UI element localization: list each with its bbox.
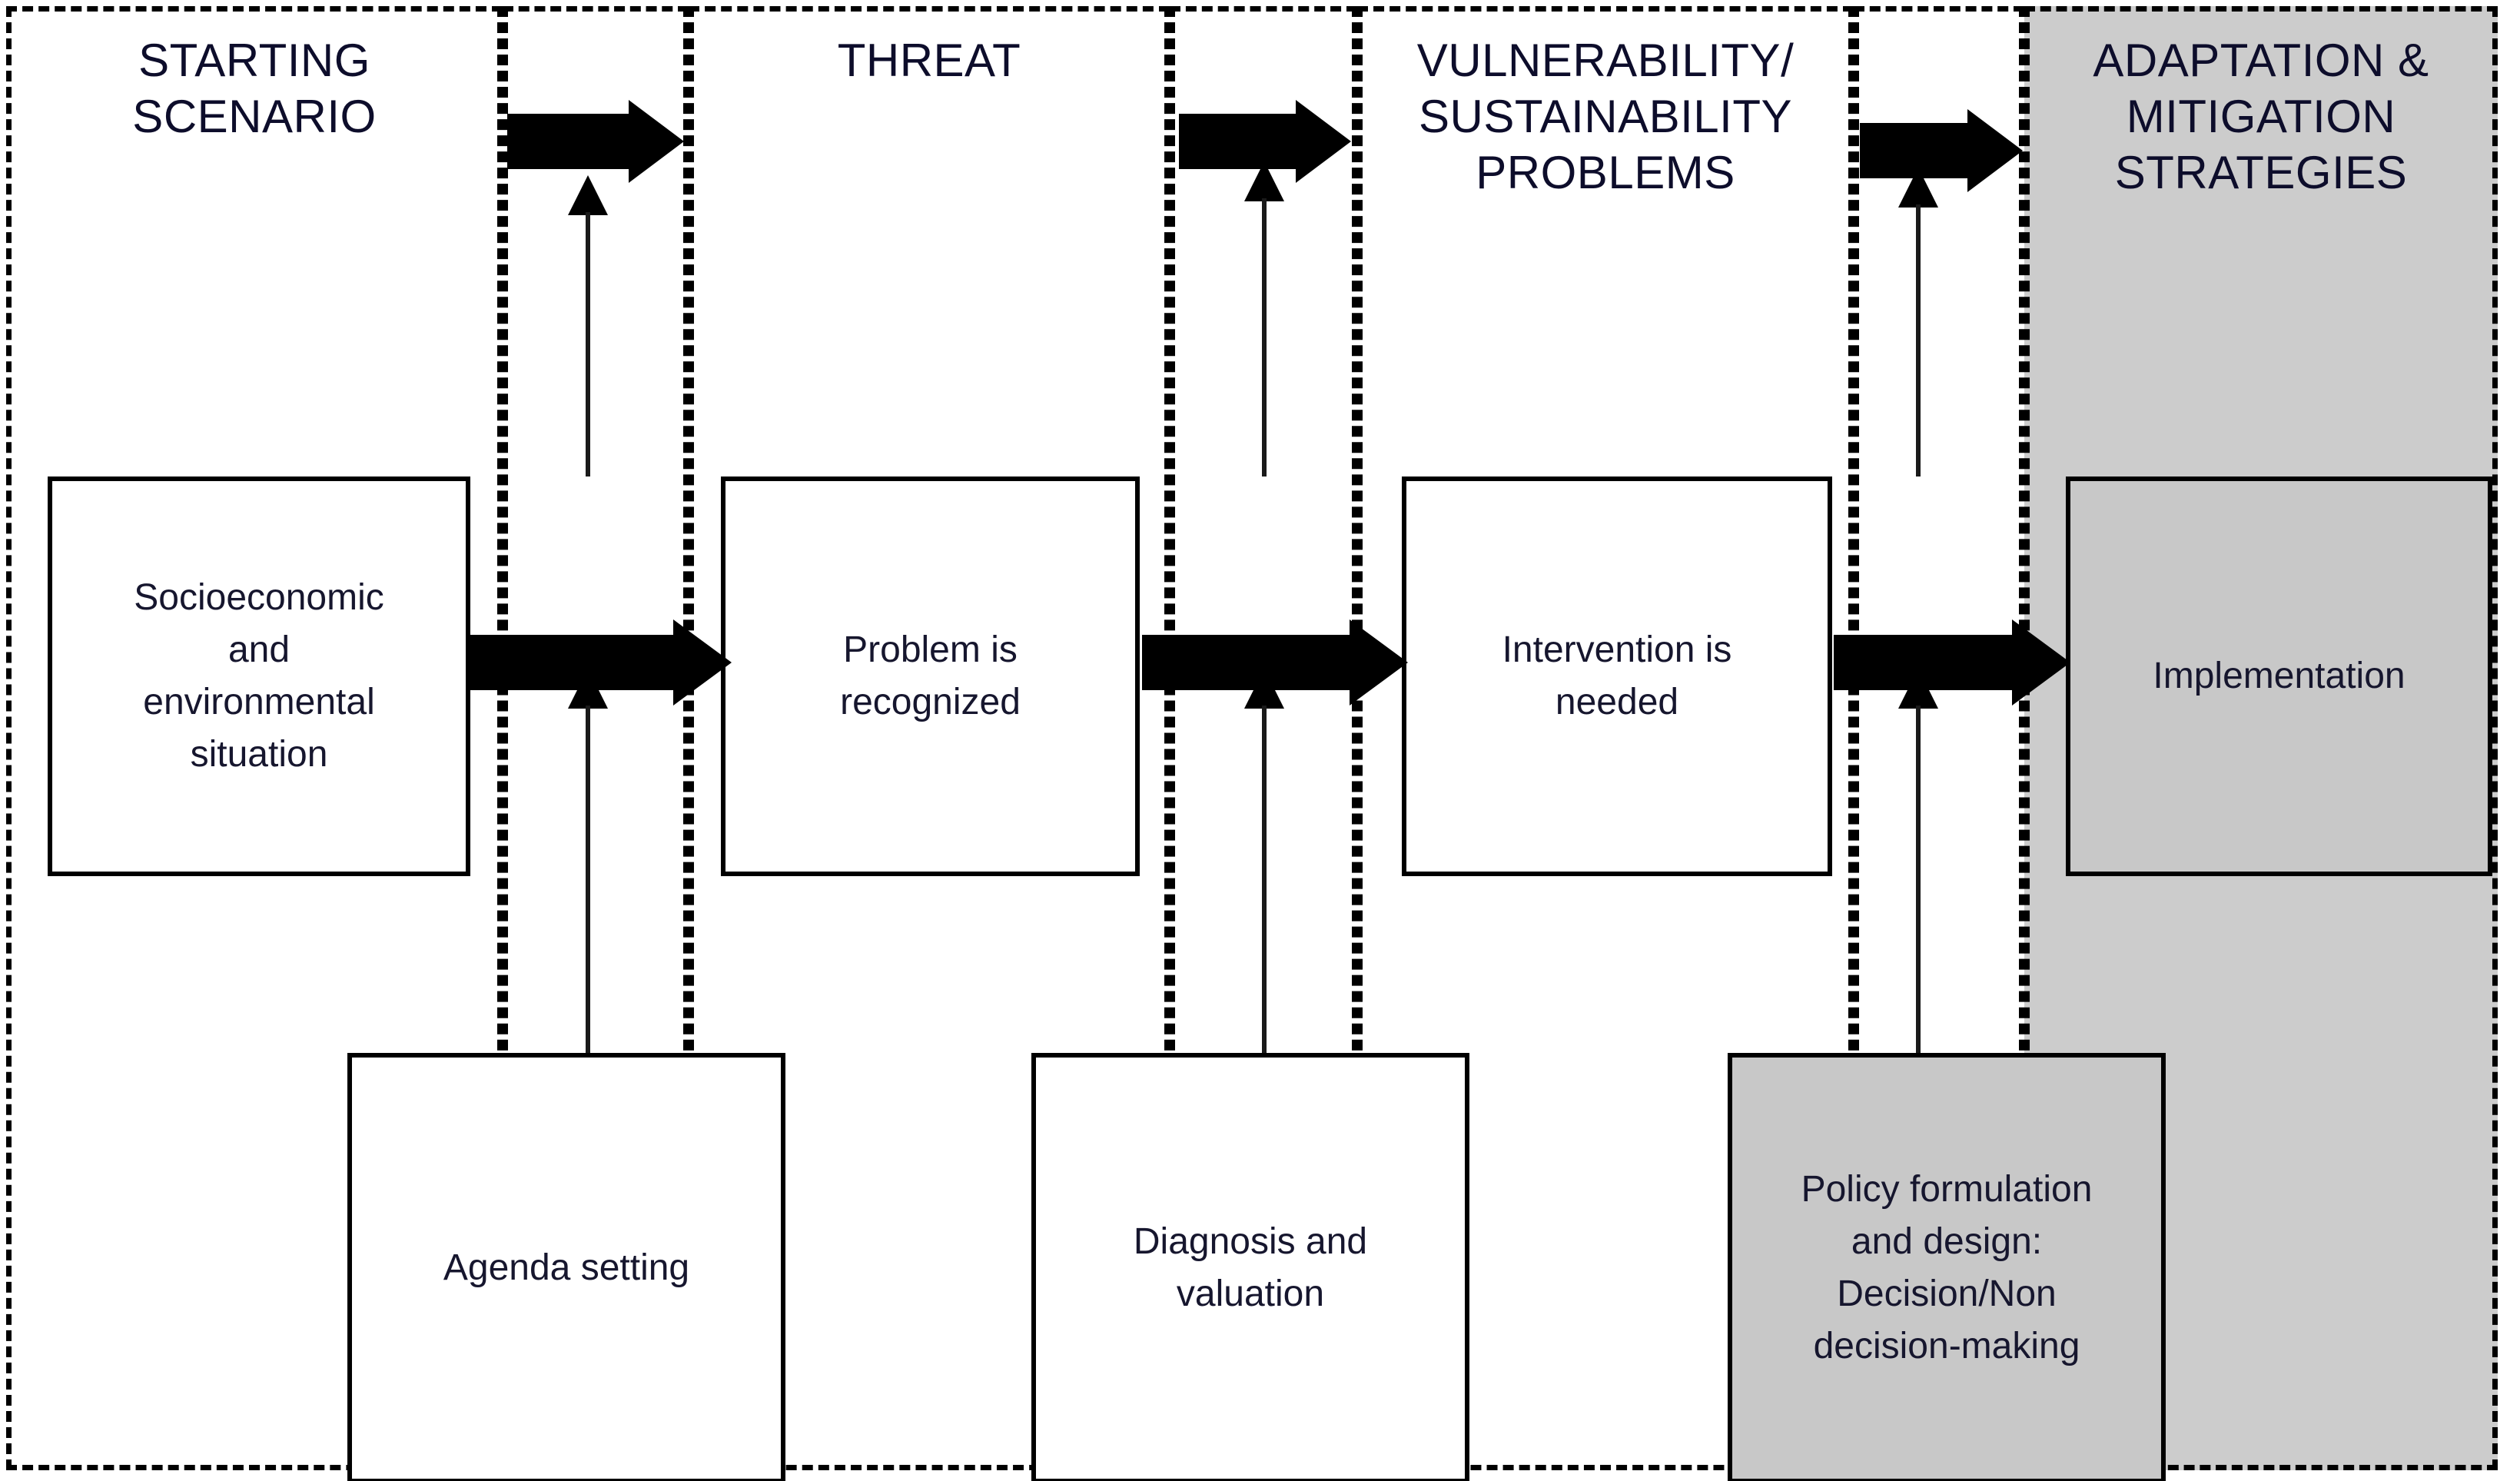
node-diagnosis-valuation[interactable]: Diagnosis and valuation <box>1031 1053 1469 1481</box>
node-policy-formulation[interactable]: Policy formulation and design: Decision/… <box>1728 1053 2166 1481</box>
node-socioeconomic-situation[interactable]: Socioeconomic and environmental situatio… <box>48 477 470 876</box>
node-intervention-needed[interactable]: Intervention is needed <box>1402 477 1832 876</box>
node-implementation[interactable]: Implementation <box>2066 477 2492 876</box>
lane-starting-scenario <box>6 6 503 1470</box>
lane-vulnerability-sustainability <box>1357 6 1854 1470</box>
node-agenda-setting[interactable]: Agenda setting <box>347 1053 785 1481</box>
node-problem-recognized[interactable]: Problem is recognized <box>721 477 1140 876</box>
lane-threat <box>689 6 1170 1470</box>
